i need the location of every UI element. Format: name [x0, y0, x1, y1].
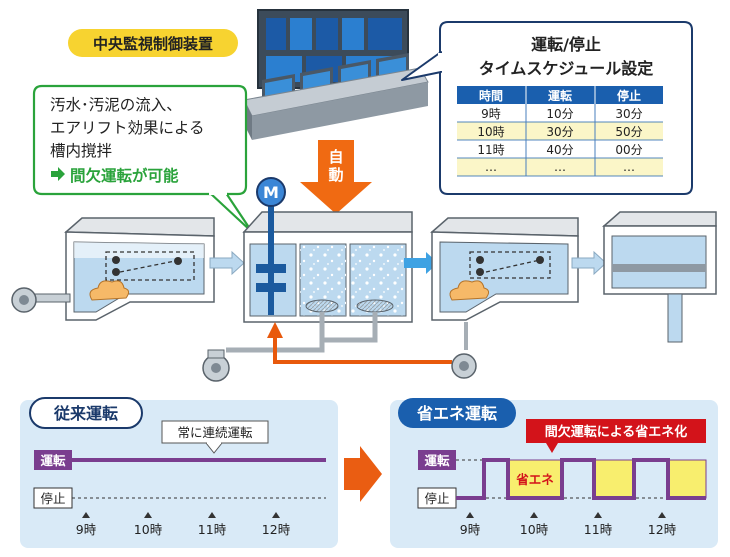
svg-text:10時: 10時	[477, 125, 504, 139]
flow-arrow-2	[404, 252, 438, 274]
auto-arrow: 自 動	[300, 140, 372, 214]
svg-text:…: …	[554, 160, 566, 174]
svg-text:11時: 11時	[584, 522, 613, 537]
svg-text:M: M	[263, 183, 279, 202]
svg-text:…: …	[623, 160, 635, 174]
svg-text:槽内撹拌: 槽内撹拌	[50, 142, 112, 160]
svg-text:9時: 9時	[481, 107, 501, 121]
svg-text:00分: 00分	[615, 143, 642, 157]
svg-text:運転: 運転	[548, 88, 572, 103]
svg-text:停止: 停止	[40, 491, 65, 506]
svg-text:エアリフト効果による: エアリフト効果による	[50, 119, 205, 137]
svg-text:10時: 10時	[520, 522, 549, 537]
svg-text:9時: 9時	[76, 522, 97, 537]
svg-text:9時: 9時	[460, 522, 481, 537]
svg-text:停止: 停止	[424, 491, 449, 506]
flow-arrow-3	[571, 250, 607, 276]
svg-text:運転: 運転	[424, 453, 450, 468]
svg-text:…: …	[485, 160, 497, 174]
svg-text:タイムスケジュール設定: タイムスケジュール設定	[479, 59, 654, 78]
svg-text:常に連続運転: 常に連続運転	[177, 425, 253, 440]
tank-1	[11, 217, 215, 321]
tank-4	[602, 211, 717, 343]
schedule-table: 時間 運転 停止 9時 10分 30分 10時 30分 50分 11時 40分 …	[457, 86, 663, 177]
svg-text:自: 自	[328, 148, 343, 166]
svg-text:10分: 10分	[546, 107, 573, 121]
svg-text:動: 動	[328, 166, 343, 184]
left-bubble: 汚水･汚泥の流入、 エアリフト効果による 槽内撹拌 間欠運転が可能	[32, 84, 254, 234]
svg-text:11時: 11時	[198, 522, 227, 537]
control-console-illustration	[243, 9, 429, 140]
conventional-panel: 従来運転 常に連続運転 運転 停止 9時 10時 11時 12時	[20, 397, 338, 548]
aeration-tank: M	[242, 177, 413, 323]
svg-text:運転/停止: 運転/停止	[531, 35, 601, 54]
tank-3	[430, 217, 579, 321]
svg-text:停止: 停止	[617, 88, 641, 103]
svg-text:30分: 30分	[615, 107, 642, 121]
energy-saving-panel: 省エネ運転 間欠運転による省エネ化 運転 停止 省エネ 9時 10時 11時 1…	[390, 398, 718, 548]
panel-arrow	[344, 446, 382, 502]
control-label: 中央監視制御装置	[68, 29, 238, 57]
return-pipe	[267, 322, 477, 379]
svg-text:50分: 50分	[615, 125, 642, 139]
svg-text:従来運転: 従来運転	[53, 404, 118, 423]
svg-text:汚水･汚泥の流入、: 汚水･汚泥の流入、	[50, 96, 182, 114]
svg-text:12時: 12時	[648, 522, 677, 537]
svg-text:11時: 11時	[477, 143, 504, 157]
svg-text:40分: 40分	[546, 143, 573, 157]
svg-text:中央監視制御装置: 中央監視制御装置	[93, 35, 213, 53]
air-pipe	[202, 312, 378, 382]
flow-arrow-1	[209, 250, 245, 276]
svg-text:時間: 時間	[479, 88, 503, 103]
svg-text:運転: 運転	[40, 453, 66, 468]
svg-text:30分: 30分	[546, 125, 573, 139]
svg-text:12時: 12時	[262, 522, 291, 537]
svg-text:省エネ: 省エネ	[515, 472, 554, 487]
svg-text:間欠運転による省エネ化: 間欠運転による省エネ化	[545, 424, 688, 440]
svg-text:10時: 10時	[134, 522, 163, 537]
svg-text:間欠運転が可能: 間欠運転が可能	[70, 166, 179, 185]
svg-text:省エネ運転: 省エネ運転	[416, 404, 497, 423]
